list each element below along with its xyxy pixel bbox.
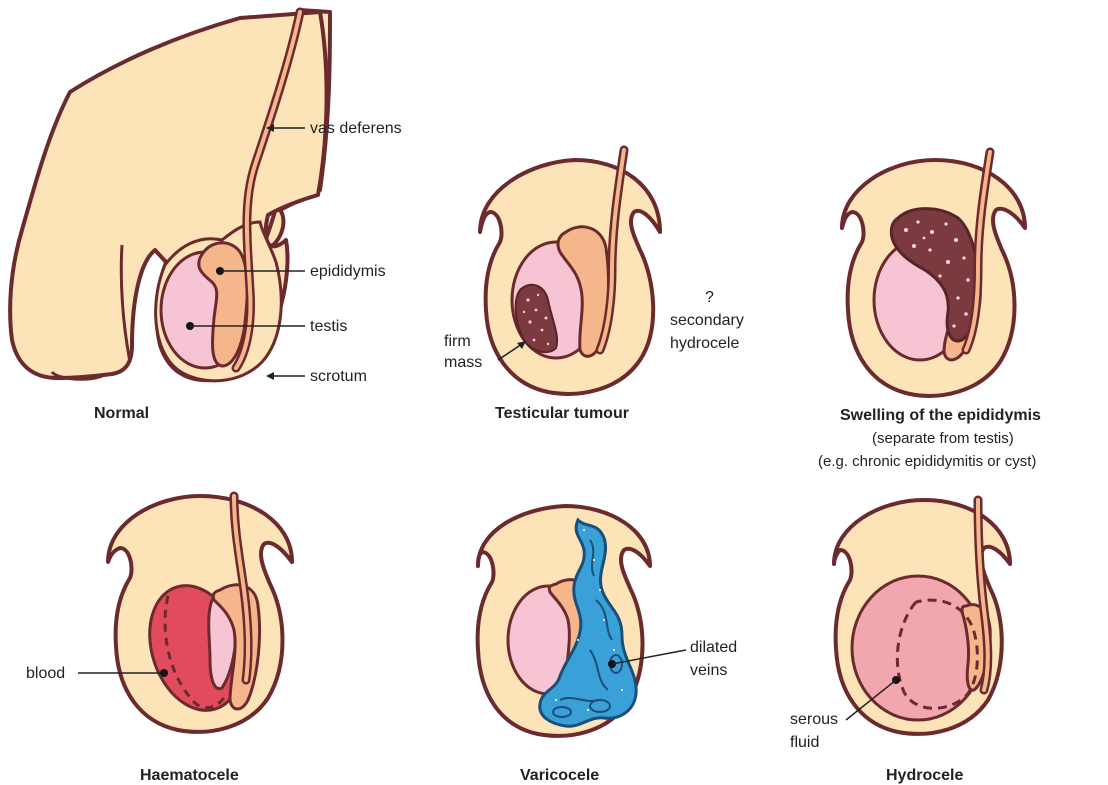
title-varicocele: Varicocele <box>520 767 599 784</box>
title-testicular-tumour: Testicular tumour <box>495 405 629 422</box>
panel-haematocele: blood Haematocele <box>26 496 292 784</box>
subtitle-example: (e.g. chronic epididymitis or cyst) <box>818 453 1036 470</box>
title-normal: Normal <box>94 405 149 422</box>
panel-normal: vas deferens epididymis testis scrotum N… <box>10 10 401 422</box>
label-blood: blood <box>26 665 65 682</box>
title-haematocele: Haematocele <box>140 767 239 784</box>
panel-hydrocele: serous fluid Hydrocele <box>790 500 1010 784</box>
subtitle-separate: (separate from testis) <box>872 430 1014 447</box>
panel-varicocele: dilated veins Varicocele <box>478 506 738 784</box>
title-hydrocele: Hydrocele <box>886 767 963 784</box>
label-question: ? <box>705 289 714 306</box>
label-serous: serous <box>790 711 838 728</box>
label-veins: veins <box>690 662 727 679</box>
title-epididymis-swelling: Swelling of the epididymis <box>840 407 1041 424</box>
label-dilated: dilated <box>690 639 737 656</box>
panel-epididymal-swelling: Swelling of the epididymis (separate fro… <box>818 152 1041 470</box>
panel-testicular-tumour: firm mass ? secondary hydrocele Testicul… <box>444 150 744 422</box>
label-firm: firm <box>444 333 471 350</box>
label-fluid: fluid <box>790 734 819 751</box>
label-testis: testis <box>310 318 347 335</box>
label-hydrocele: hydrocele <box>670 335 739 352</box>
label-vas-deferens: vas deferens <box>310 120 402 137</box>
label-mass: mass <box>444 354 482 371</box>
label-secondary: secondary <box>670 312 744 329</box>
label-scrotum: scrotum <box>310 368 367 385</box>
label-epididymis: epididymis <box>310 263 386 280</box>
